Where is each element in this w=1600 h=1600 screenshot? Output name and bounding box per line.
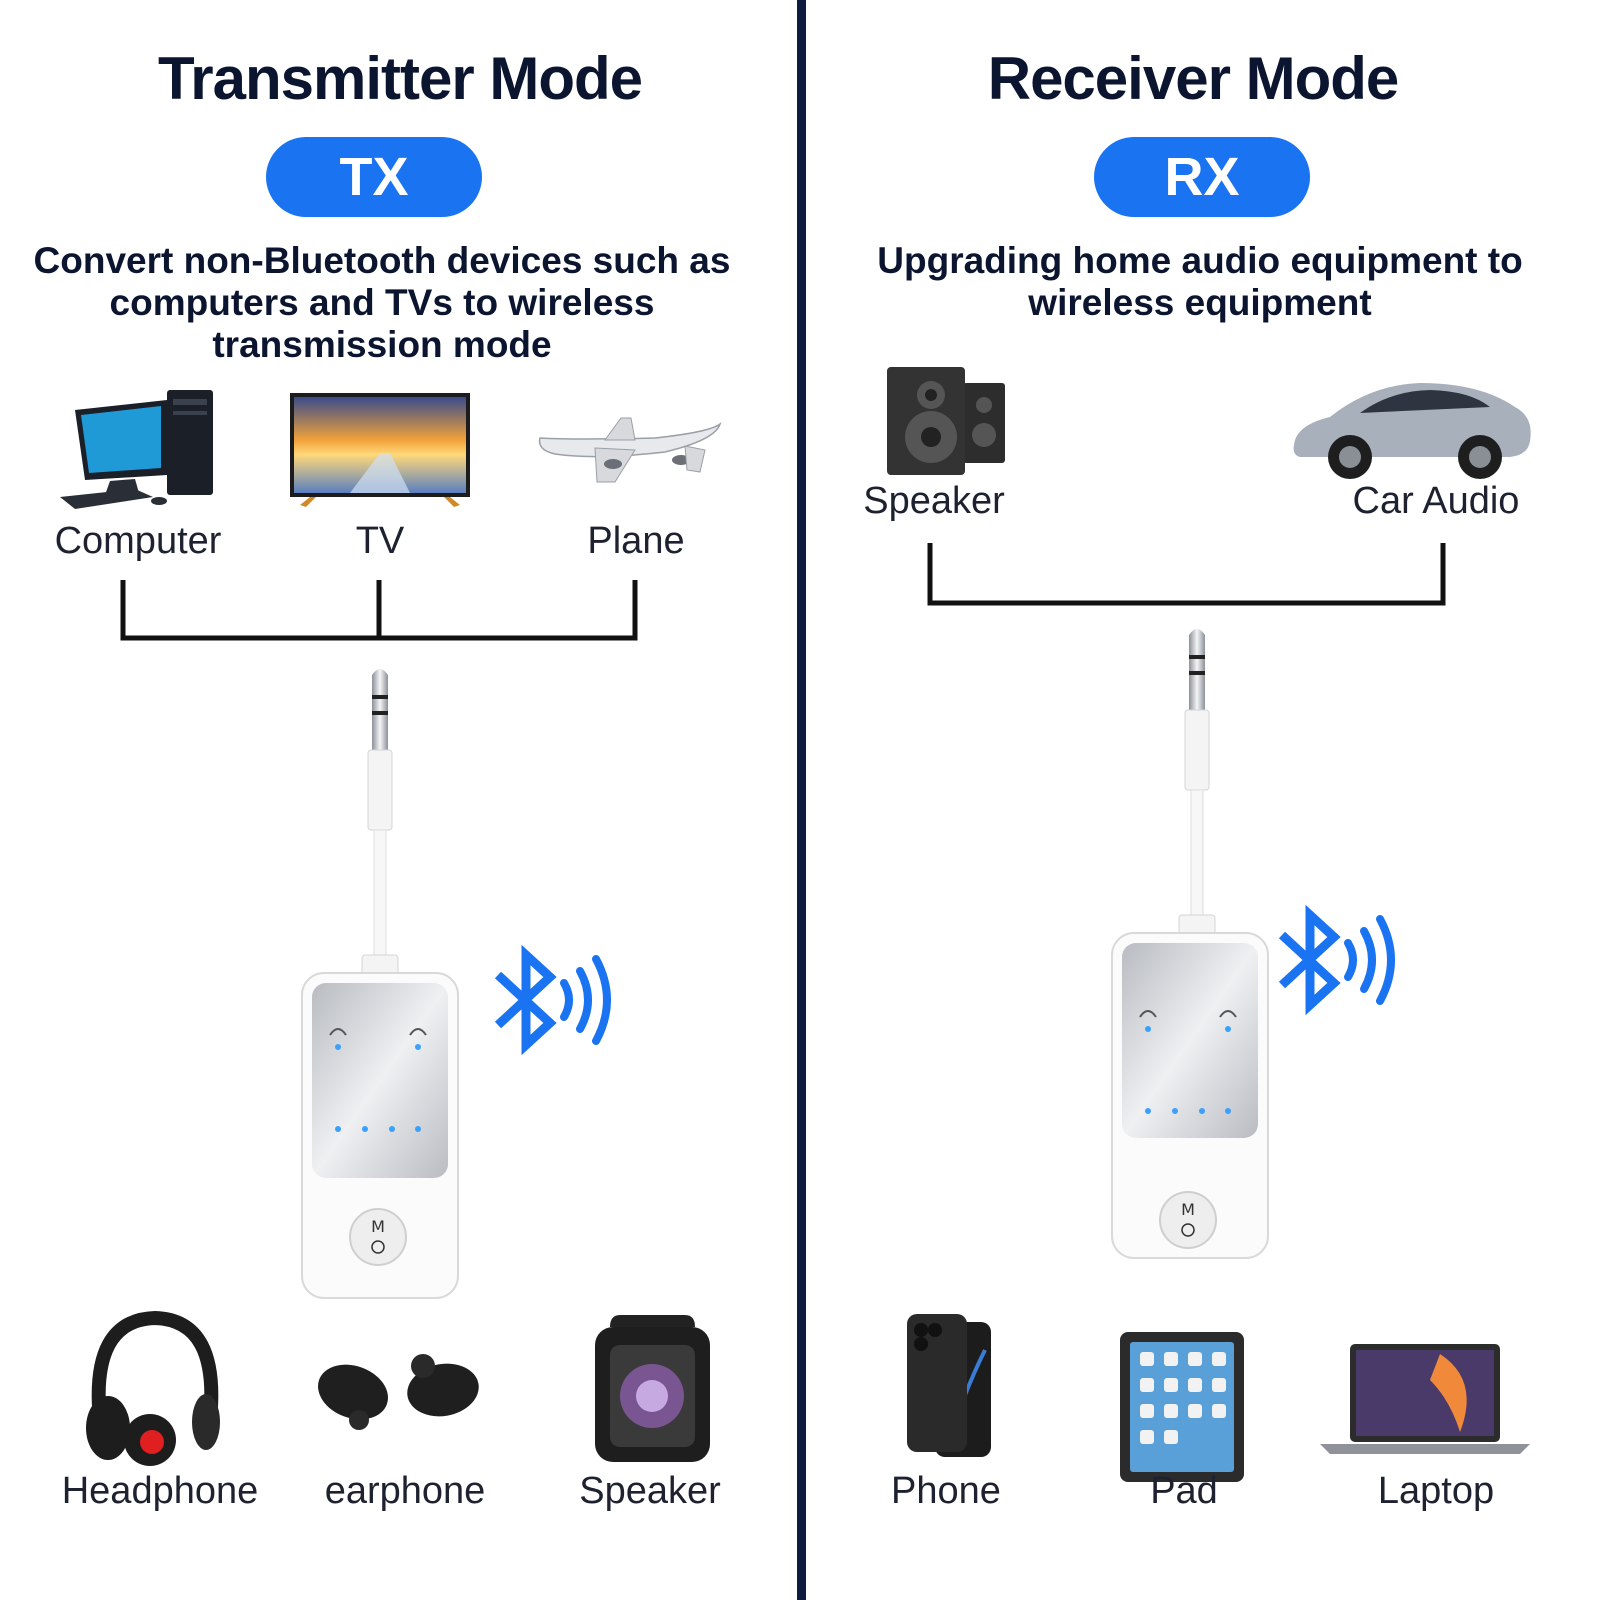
headphone-icon	[80, 1310, 230, 1470]
tx-device: M	[300, 665, 470, 1335]
mode-divider	[797, 0, 806, 1600]
source-label-plane: Plane	[587, 520, 685, 562]
source-connector-bracket	[927, 543, 1446, 606]
source-label-computer: Computer	[54, 520, 222, 562]
laptop-icon	[1320, 1340, 1530, 1460]
source-connector-bracket	[120, 580, 638, 641]
rx-badge: RX	[1094, 137, 1310, 217]
phone-icon	[905, 1310, 995, 1460]
computer-icon	[55, 385, 215, 515]
mode-button-label: M	[1181, 1200, 1195, 1219]
bluetooth-signal-icon	[1272, 905, 1402, 1025]
car-icon	[1290, 375, 1535, 485]
tablet-icon	[1118, 1330, 1248, 1485]
bluetooth-signal-icon	[488, 945, 618, 1065]
mode-button-label: M	[371, 1217, 385, 1236]
tx-badge: TX	[266, 137, 482, 217]
output-label-laptop: Laptop	[1377, 1470, 1495, 1512]
receiver-description: Upgrading home audio equipment to wirele…	[877, 240, 1523, 323]
output-label-speaker: Speaker	[579, 1470, 721, 1512]
speaker-icon	[590, 1305, 715, 1465]
transmitter-title: Transmitter Mode	[157, 45, 643, 112]
source-label-tv: TV	[355, 520, 405, 562]
speaker-icon	[885, 365, 1010, 480]
output-label-earphone: earphone	[324, 1470, 486, 1512]
output-label-phone: Phone	[891, 1470, 1001, 1512]
output-label-pad: Pad	[1150, 1470, 1218, 1512]
rx-device: M	[1110, 625, 1280, 1295]
source-label-speaker: Speaker	[863, 480, 1005, 522]
earphone-icon	[315, 1350, 485, 1440]
receiver-title: Receiver Mode	[987, 45, 1400, 112]
plane-icon	[535, 410, 725, 490]
output-label-headphone: Headphone	[61, 1470, 259, 1512]
tv-icon	[290, 393, 470, 513]
source-label-car-audio: Car Audio	[1352, 480, 1520, 522]
transmitter-description: Convert non-Bluetooth devices such as co…	[33, 240, 731, 365]
